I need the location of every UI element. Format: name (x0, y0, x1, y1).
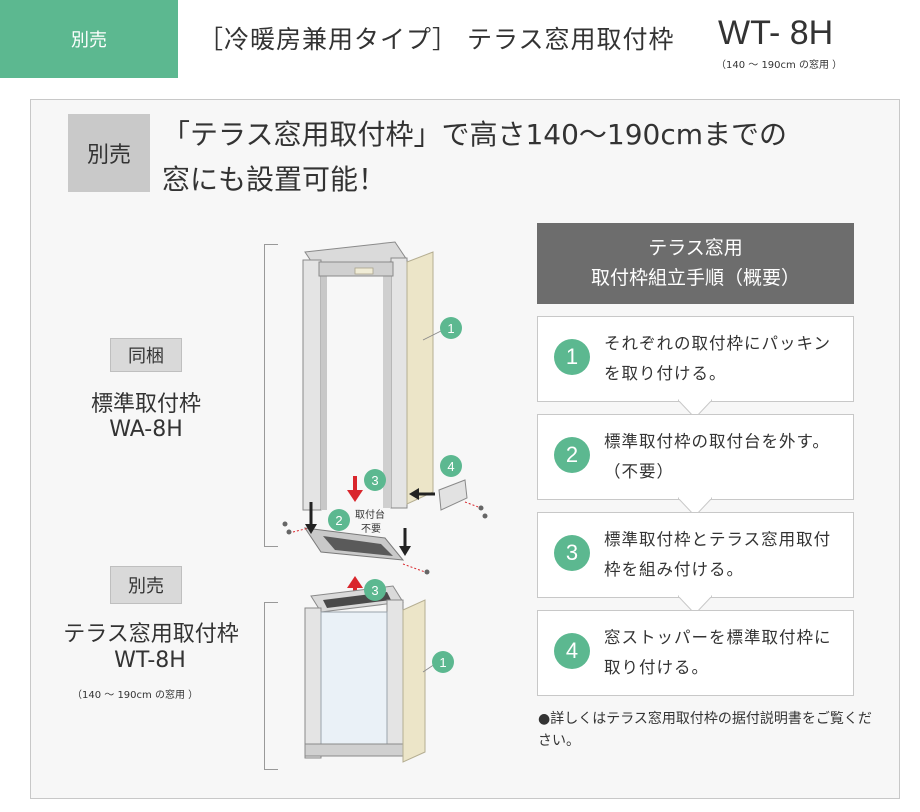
bracket-terrace-frame (264, 602, 278, 770)
included-name: 標準取付枠 (90, 392, 201, 417)
down-arrows (305, 488, 435, 556)
header-tag: 別売 (0, 0, 178, 78)
callout-1-bottom-text: 1 (439, 655, 446, 670)
step-4-text: 窓ストッパーを標準取付枠に取り付ける。 (604, 628, 832, 677)
step-1-number: 1 (554, 339, 590, 375)
callout-2-label-2: 不要 (361, 523, 381, 535)
sold-name: テラス窓用取付枠 (63, 622, 239, 647)
step-4: 4 窓ストッパーを標準取付枠に取り付ける。 (537, 610, 854, 696)
footnote: ●詳しくはテラス窓用取付枠の据付説明書をご覧ください。 (538, 711, 872, 749)
callout-3-top-text: 3 (371, 473, 378, 488)
header-model: WT- 8H (718, 14, 834, 52)
standard-frame-drawing (302, 241, 434, 511)
step-chevron-1 (678, 396, 712, 419)
window-stopper-drawing (438, 479, 488, 519)
step-3-text: 標準取付枠とテラス窓用取付枠を組み付ける。 (604, 530, 832, 579)
terrace-frame-drawing (304, 585, 426, 763)
step-2: 2 標準取付枠の取付台を外す。（不要） (537, 414, 854, 500)
callout-3-top: 3 (364, 469, 386, 491)
included-model: WA-8H (109, 417, 183, 442)
callout-3-bottom: 3 (364, 579, 386, 601)
sold-badge: 別売 (110, 566, 182, 604)
included-badge: 同梱 (110, 338, 182, 372)
bracket-standard-frame (264, 244, 278, 547)
step-1: 1 それぞれの取付枠にパッキンを取り付ける。 (537, 316, 854, 402)
mounting-base-drawing (282, 521, 430, 575)
headline-line-1: 「テラス窓用取付枠」で高さ140〜190cmまでの (162, 118, 787, 151)
headline-line-2: 窓にも設置可能！ (162, 163, 387, 196)
step-2-number: 2 (554, 437, 590, 473)
header-title: ［冷暖房兼用タイプ］ テラス窓用取付枠 (198, 25, 675, 54)
steps-header: テラス窓用 取付枠組立手順（概要） (537, 223, 854, 304)
step-3-number: 3 (554, 535, 590, 571)
callout-1-bottom: 1 (432, 651, 454, 673)
callout-2: 2 取付台 不要 (328, 508, 385, 535)
step-chevron-3 (678, 592, 712, 615)
step-chevron-2 (678, 494, 712, 517)
steps-header-line-1: テラス窓用 (648, 237, 743, 259)
step-3: 3 標準取付枠とテラス窓用取付枠を組み付ける。 (537, 512, 854, 598)
callout-1-top-text: 1 (447, 321, 454, 336)
callout-2-label-1: 取付台 (355, 508, 385, 521)
sold-note: （140 〜 190cm の窓用 ） (72, 690, 199, 701)
sold-model: WT-8H (114, 648, 186, 673)
sold-separately-badge: 別売 (68, 114, 150, 192)
headline: 「テラス窓用取付枠」で高さ140〜190cmまでの 窓にも設置可能！ (162, 112, 862, 202)
steps-header-line-2: 取付枠組立手順（概要） (590, 267, 800, 289)
callout-2-text: 2 (335, 513, 342, 528)
header-model-note: （140 〜 190cm の窓用 ） (716, 60, 843, 71)
step-4-number: 4 (554, 633, 590, 669)
assembly-svg: 1 4 3 2 取付台 不要 3 1 (282, 241, 488, 763)
assembly-illustration: 1 4 3 2 取付台 不要 3 1 (275, 232, 505, 772)
step-1-text: それぞれの取付枠にパッキンを取り付ける。 (604, 334, 832, 383)
step-2-text: 標準取付枠の取付台を外す。（不要） (604, 432, 830, 481)
callout-1-top: 1 (440, 317, 462, 339)
callout-3-bottom-text: 3 (371, 583, 378, 598)
callout-4-text: 4 (447, 459, 454, 474)
callout-4: 4 (440, 455, 462, 477)
